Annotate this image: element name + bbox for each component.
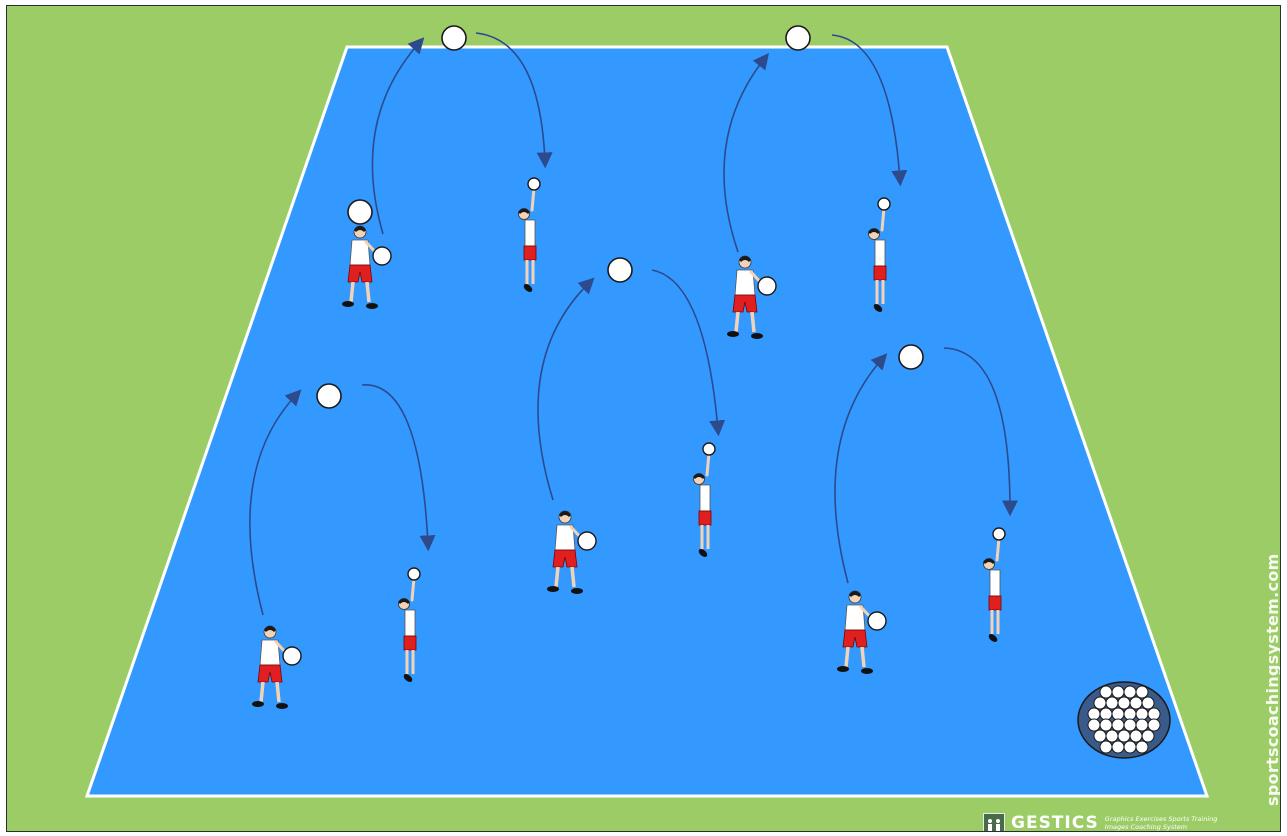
basket-ball-icon bbox=[1130, 697, 1142, 709]
basket-ball-icon bbox=[1100, 708, 1112, 720]
volleyball-icon bbox=[786, 26, 810, 50]
basket-ball-icon bbox=[1124, 719, 1136, 731]
brand-tagline-line1: Graphics Exercises Sports Training bbox=[1105, 815, 1245, 823]
basket-ball-icon bbox=[1118, 730, 1130, 742]
basket-ball-icon bbox=[1142, 730, 1154, 742]
basket-ball-icon bbox=[1136, 741, 1148, 753]
basket-ball-icon bbox=[1148, 719, 1160, 731]
brand-logo-icon bbox=[983, 813, 1005, 832]
watermark: sportscoachingsystem.com bbox=[1241, 446, 1281, 832]
brand-name: GESTICS bbox=[1011, 813, 1099, 832]
basket-ball-icon bbox=[1124, 686, 1136, 698]
basket-ball-icon bbox=[1112, 741, 1124, 753]
basket-ball-icon bbox=[1100, 686, 1112, 698]
brand-tagline-line2: Images Coaching System bbox=[1105, 823, 1245, 831]
basket-ball-icon bbox=[1130, 730, 1142, 742]
basket-ball-icon bbox=[1112, 686, 1124, 698]
volleyball-icon bbox=[442, 26, 466, 50]
volleyball-icon bbox=[608, 258, 632, 282]
volleyball-icon bbox=[348, 200, 372, 224]
volleyball-icon bbox=[899, 345, 923, 369]
basket-ball-icon bbox=[1088, 719, 1100, 731]
basket-ball-icon bbox=[1136, 708, 1148, 720]
court bbox=[87, 47, 1207, 796]
basket-ball-icon bbox=[1088, 708, 1100, 720]
court-svg bbox=[7, 6, 1280, 831]
basket-ball-icon bbox=[1124, 708, 1136, 720]
basket-ball-icon bbox=[1148, 708, 1160, 720]
volleyball-icon bbox=[317, 384, 341, 408]
basket-ball-icon bbox=[1136, 719, 1148, 731]
basket-ball-icon bbox=[1106, 697, 1118, 709]
basket-ball-icon bbox=[1094, 730, 1106, 742]
brand-tagline: Graphics Exercises Sports Training Image… bbox=[1105, 815, 1245, 831]
brand: GESTICS Graphics Exercises Sports Traini… bbox=[983, 812, 1245, 832]
watermark-text: sportscoachingsystem.com bbox=[1263, 553, 1281, 806]
basket-ball-icon bbox=[1136, 686, 1148, 698]
basket-ball-icon bbox=[1124, 741, 1136, 753]
basket-ball-icon bbox=[1118, 697, 1130, 709]
basket-ball-icon bbox=[1142, 697, 1154, 709]
basket-ball-icon bbox=[1112, 719, 1124, 731]
drill-diagram: sportscoachingsystem.com GESTICS Graphic… bbox=[6, 5, 1281, 832]
basket-ball-icon bbox=[1094, 697, 1106, 709]
basket-ball-icon bbox=[1106, 730, 1118, 742]
basket-ball-icon bbox=[1100, 741, 1112, 753]
basket-ball-icon bbox=[1100, 719, 1112, 731]
basket-ball-icon bbox=[1112, 708, 1124, 720]
ball-basket-icon bbox=[1078, 682, 1170, 758]
